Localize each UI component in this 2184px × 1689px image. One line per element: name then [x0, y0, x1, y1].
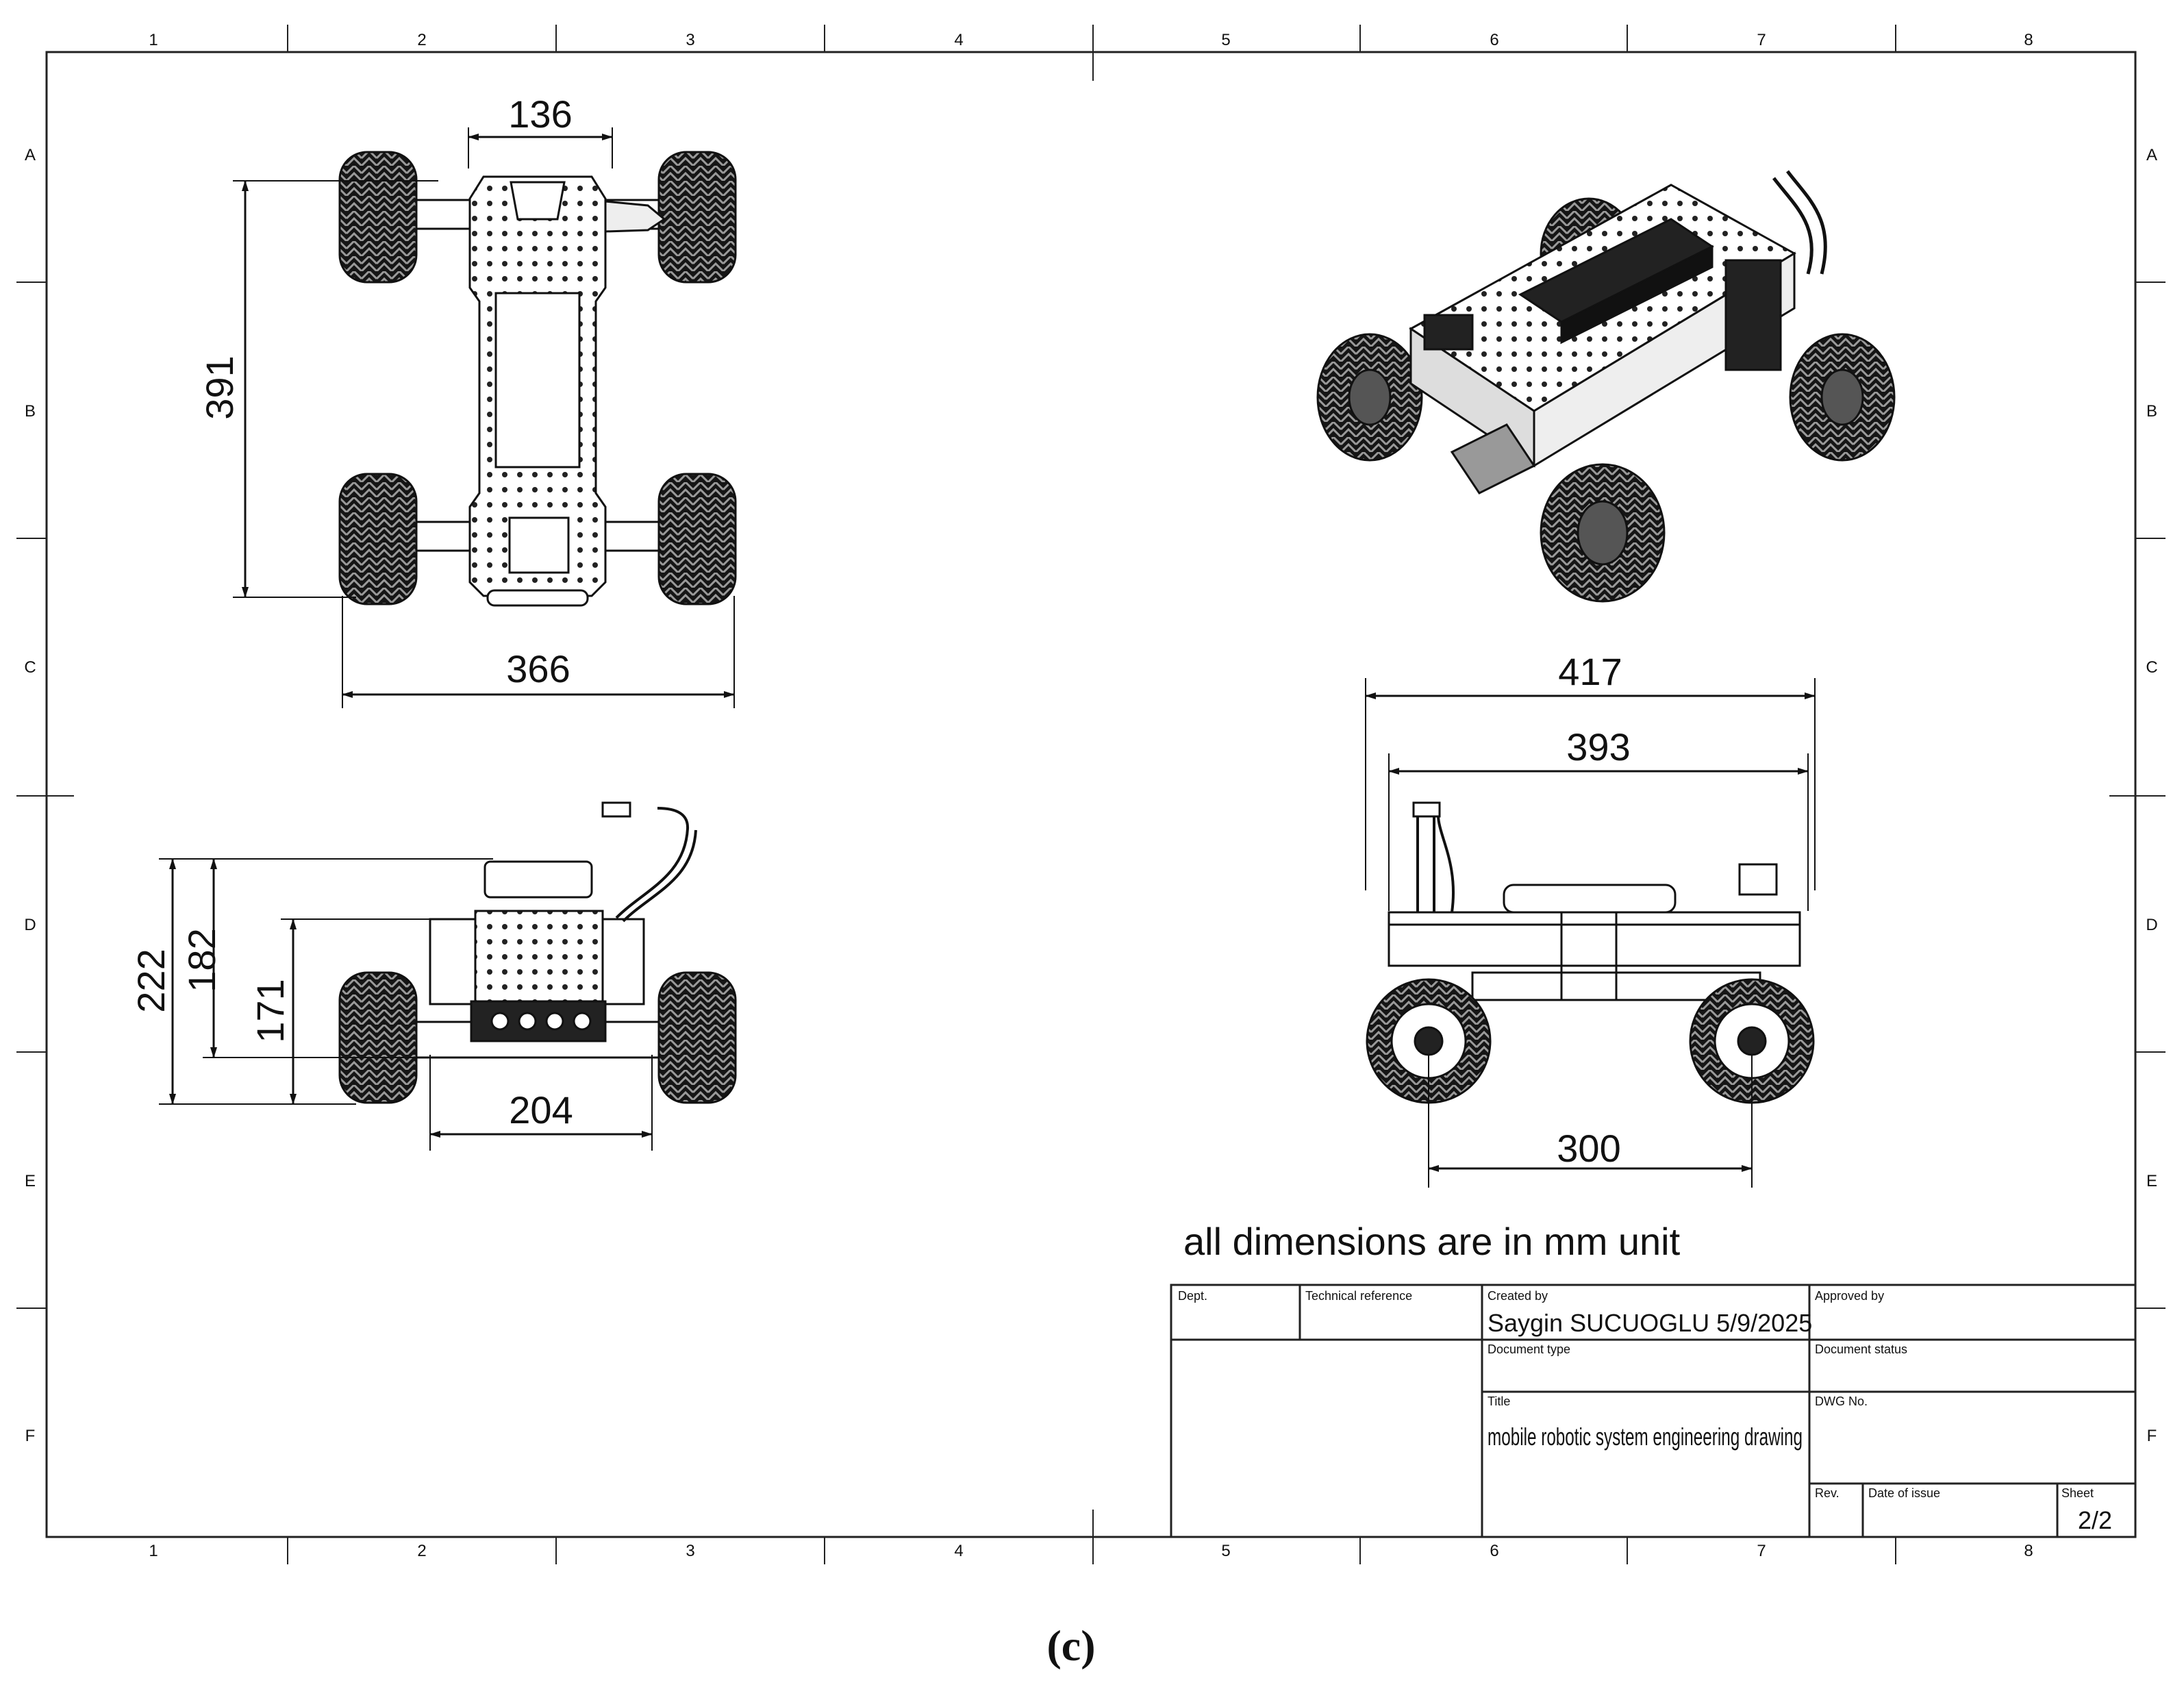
dim-136: 136: [468, 92, 613, 168]
column-label-8: 8: [2024, 31, 2033, 49]
row-label-right-B: B: [2146, 402, 2157, 421]
dim-label-171: 171: [249, 979, 292, 1042]
column-label-2: 2: [417, 31, 426, 49]
column-label-bottom-2: 2: [417, 1542, 426, 1560]
column-label-3: 3: [686, 31, 694, 49]
row-label-C: C: [24, 658, 36, 677]
column-label-bottom-6: 6: [1490, 1542, 1498, 1560]
dim-366: 366: [342, 596, 735, 708]
drawing-border: 1 2 3 4 5 6 7 8 1 2 3 4 5 6 7 8 A B C D …: [16, 25, 2166, 1564]
side-view: 417 393 300: [1365, 650, 1816, 1188]
side-view-wheels: [1366, 978, 1815, 1104]
created-by-label: Created by: [1488, 1289, 1548, 1303]
dim-417: 417: [1365, 650, 1816, 890]
document-status-label: Document status: [1815, 1342, 1907, 1356]
column-label-bottom-8: 8: [2024, 1542, 2033, 1560]
row-label-right-D: D: [2146, 916, 2157, 934]
sheet-value: 2/2: [2078, 1506, 2112, 1534]
figure-caption: (c): [1046, 1621, 1095, 1670]
top-view: 136 391 366: [198, 92, 737, 708]
top-view-chassis: [468, 175, 666, 607]
dim-label-136: 136: [508, 92, 572, 136]
row-label-right-C: C: [2146, 658, 2157, 677]
dim-300: 300: [1428, 1055, 1753, 1188]
top-view-wheels: [338, 151, 737, 605]
row-label-B: B: [25, 402, 36, 421]
technical-reference-label: Technical reference: [1305, 1289, 1412, 1303]
dim-label-366: 366: [506, 647, 570, 690]
dim-label-204: 204: [509, 1088, 573, 1131]
date-of-issue-label: Date of issue: [1868, 1486, 1940, 1500]
title-value: mobile robotic system engineering drawin…: [1488, 1423, 1803, 1451]
sheet-label: Sheet: [2061, 1486, 2094, 1500]
column-label-bottom-5: 5: [1221, 1542, 1230, 1560]
column-label-bottom-3: 3: [686, 1542, 694, 1560]
dim-label-391: 391: [198, 355, 241, 419]
front-view: 222 182 171 204: [129, 801, 737, 1151]
dim-393: 393: [1388, 725, 1809, 911]
row-label-right-F: F: [2147, 1427, 2157, 1445]
dim-182: 182: [180, 858, 418, 1058]
created-by-value: Saygin SUCUOGLU 5/9/2025: [1488, 1309, 1812, 1337]
column-label-bottom-4: 4: [954, 1542, 963, 1560]
approved-by-label: Approved by: [1815, 1289, 1884, 1303]
title-block: Dept. Technical reference Created by Say…: [1170, 1284, 2137, 1538]
row-label-F: F: [25, 1427, 36, 1445]
dim-label-417: 417: [1558, 650, 1622, 693]
column-label-4: 4: [954, 31, 963, 49]
row-label-right-E: E: [2146, 1172, 2157, 1190]
column-label-1: 1: [149, 31, 158, 49]
dim-label-182: 182: [180, 928, 223, 992]
units-note: all dimensions are in mm unit: [1183, 1220, 1681, 1263]
dept-label: Dept.: [1178, 1289, 1207, 1303]
row-label-right-A: A: [2146, 146, 2157, 164]
row-label-E: E: [25, 1172, 36, 1190]
dim-391: 391: [198, 180, 438, 598]
column-label-5: 5: [1221, 31, 1230, 49]
revision-label: Rev.: [1815, 1486, 1840, 1500]
column-label-6: 6: [1490, 31, 1498, 49]
row-label-D: D: [24, 916, 36, 934]
side-view-body: [1388, 801, 1801, 1001]
document-type-label: Document type: [1488, 1342, 1570, 1356]
column-label-bottom-1: 1: [149, 1542, 158, 1560]
front-view-body: [415, 801, 697, 1059]
dim-label-393: 393: [1566, 725, 1630, 768]
dwg-number-label: DWG No.: [1815, 1394, 1868, 1408]
row-label-A: A: [25, 146, 36, 164]
dim-204: 204: [429, 1055, 653, 1151]
title-label: Title: [1488, 1394, 1510, 1408]
dim-171: 171: [249, 918, 430, 1105]
column-label-7: 7: [1757, 31, 1766, 49]
column-label-bottom-7: 7: [1757, 1542, 1766, 1560]
dim-label-300: 300: [1557, 1127, 1620, 1170]
dim-label-222: 222: [129, 949, 173, 1012]
isometric-view: [1316, 170, 1896, 603]
